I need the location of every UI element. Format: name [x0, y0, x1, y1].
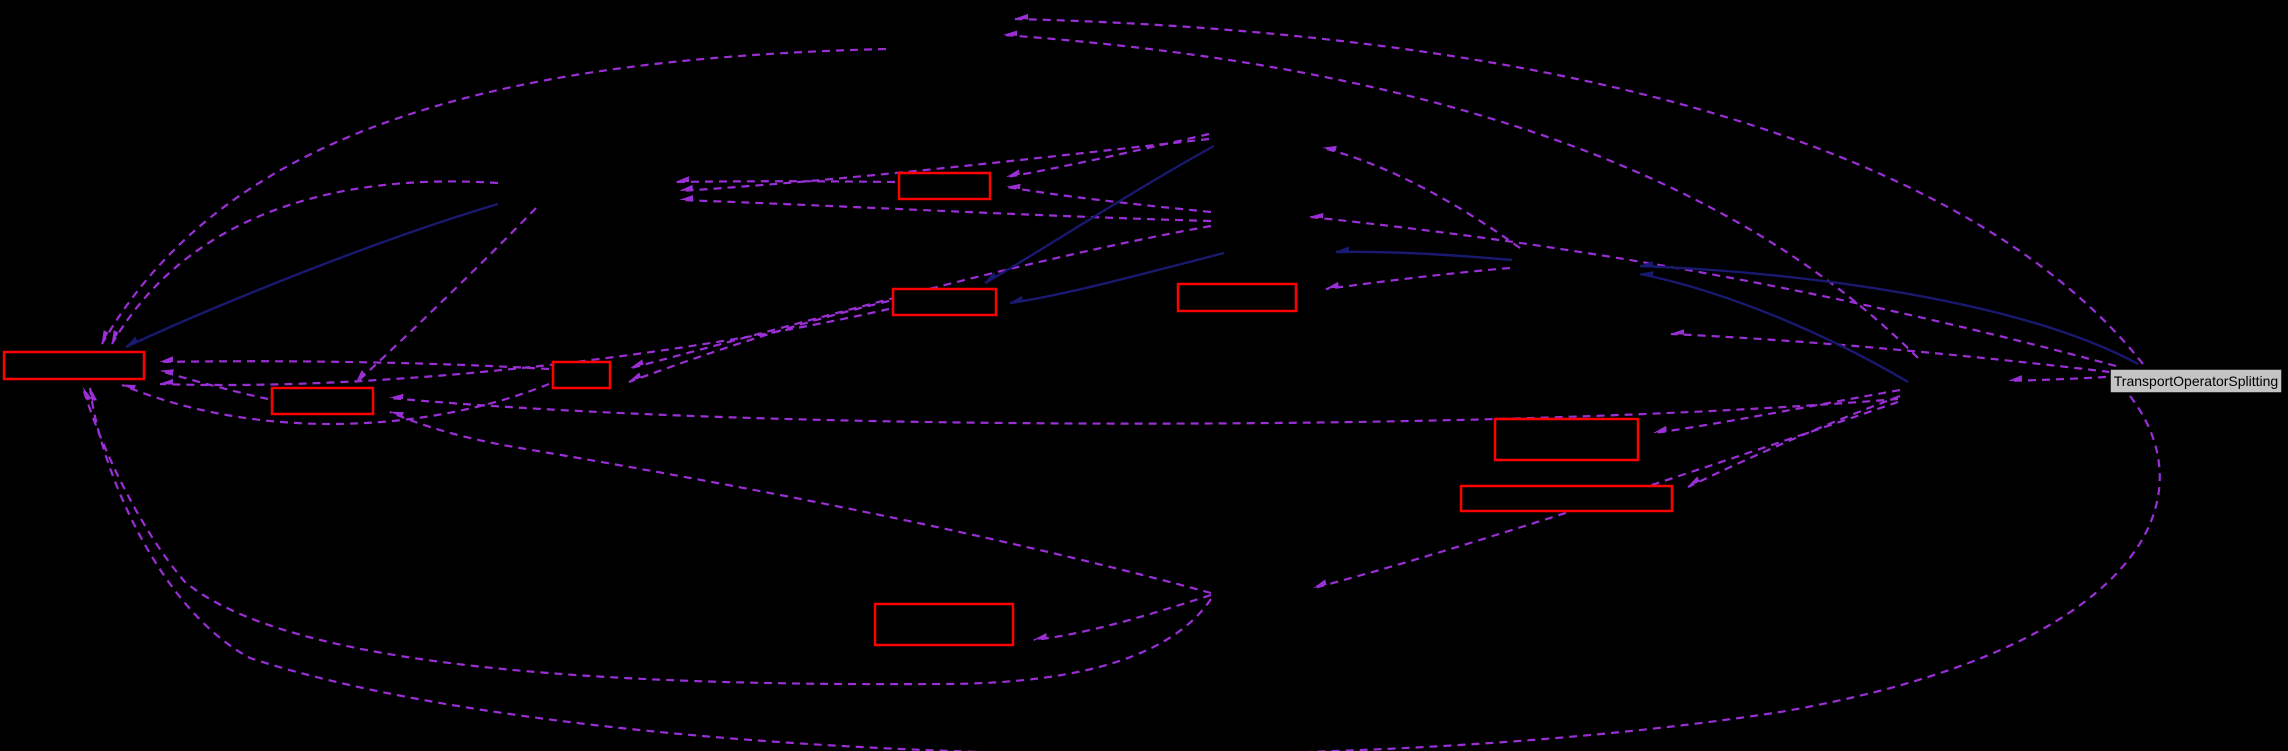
highlight-node-box[interactable]	[2109, 368, 2283, 394]
usage-edge	[1034, 593, 1212, 642]
usage-edge	[1007, 132, 1210, 179]
inheritance-edge	[1010, 251, 1225, 305]
usage-edge	[1323, 148, 1521, 249]
usage-edge	[1015, 19, 2144, 365]
red-node-3[interactable]	[1176, 282, 1298, 313]
usage-edge	[160, 371, 269, 401]
graph-nodes: TransportOperatorSplitting	[2, 171, 2283, 647]
usage-edge	[676, 181, 896, 184]
usage-edge	[122, 382, 550, 426]
inheritance-edge	[1336, 252, 1513, 262]
usage-edge	[355, 207, 537, 384]
usage-edge	[1004, 35, 1919, 359]
graph-edges-usage	[81, 19, 2161, 751]
red-node-1[interactable]	[897, 171, 992, 201]
usage-edge	[1688, 394, 1901, 488]
red-node-7[interactable]	[1493, 417, 1640, 462]
usage-edge	[160, 307, 890, 387]
red-node-9[interactable]	[873, 602, 1015, 647]
usage-edge	[160, 361, 550, 371]
usage-edge	[88, 388, 2161, 751]
red-node-6[interactable]	[270, 386, 375, 416]
red-node-2[interactable]	[891, 287, 998, 317]
red-node-8[interactable]	[1459, 484, 1674, 513]
usage-edge	[1654, 388, 1901, 435]
usage-edge	[1671, 334, 2111, 374]
usage-edge	[390, 410, 1212, 595]
red-node-4[interactable]	[2, 350, 146, 381]
usage-edge	[1326, 266, 1511, 291]
usage-edge	[680, 200, 1212, 223]
red-node-5[interactable]	[551, 360, 612, 390]
usage-edge	[631, 224, 1212, 370]
inheritance-edge	[1640, 266, 2139, 366]
inheritance-edge	[1640, 274, 1909, 384]
usage-edge	[629, 299, 890, 384]
highlight-node-label: TransportOperatorSplitting	[2114, 373, 2278, 389]
inheritance-edge	[985, 144, 1215, 285]
usage-edge	[81, 388, 1212, 686]
usage-edge	[680, 137, 1210, 193]
usage-edge	[2009, 377, 2107, 383]
usage-edge	[101, 47, 887, 344]
usage-edge	[1310, 217, 2117, 368]
inheritance-edge	[126, 202, 499, 349]
usage-edge	[1007, 187, 1212, 214]
usage-edge	[111, 180, 499, 344]
usage-edge	[390, 398, 1899, 425]
highlight-node-transportoperatorsplitting[interactable]: TransportOperatorSplitting	[2109, 368, 2283, 394]
graph-edges-inheritance	[126, 144, 2139, 384]
